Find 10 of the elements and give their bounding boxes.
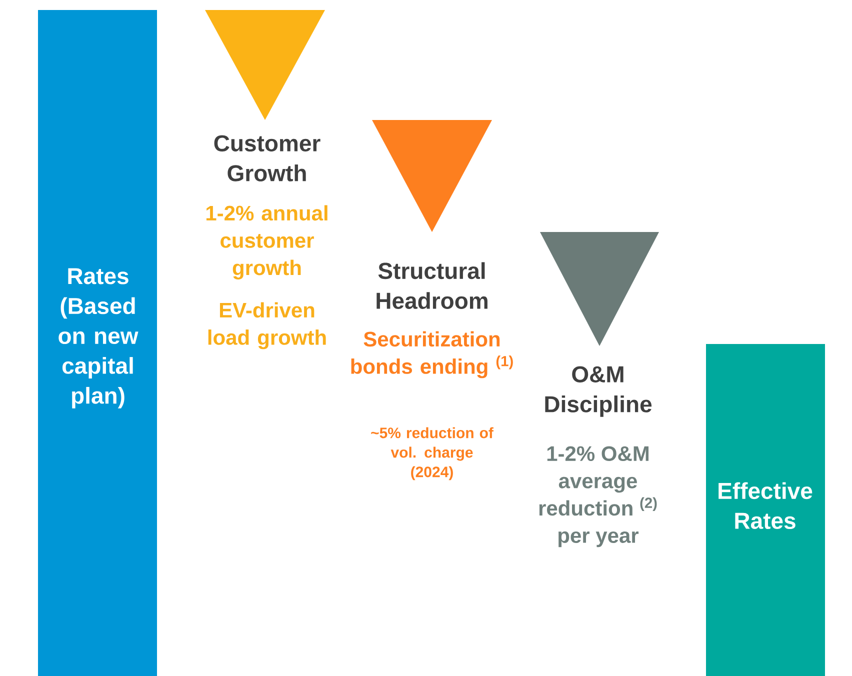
description: Securitization bonds ending $^{(1)}$ <box>351 331 513 378</box>
description: 1-2% O&M average reduction $^{(2)}$ per year <box>539 446 657 548</box>
heading: O&M Discipline <box>545 366 652 417</box>
note: ~5% reduction of vol. charge (2024) <box>371 427 494 480</box>
bar-label: Effective Rates <box>718 482 812 529</box>
heading: Structural Headroom <box>376 262 488 309</box>
heading: Customer Growth <box>214 135 320 182</box>
note: EV-driven load growth <box>208 302 326 350</box>
description: 1-2% annual customer growth <box>206 205 328 280</box>
bar-label: Rates (Based on new capital plan) <box>58 268 138 408</box>
